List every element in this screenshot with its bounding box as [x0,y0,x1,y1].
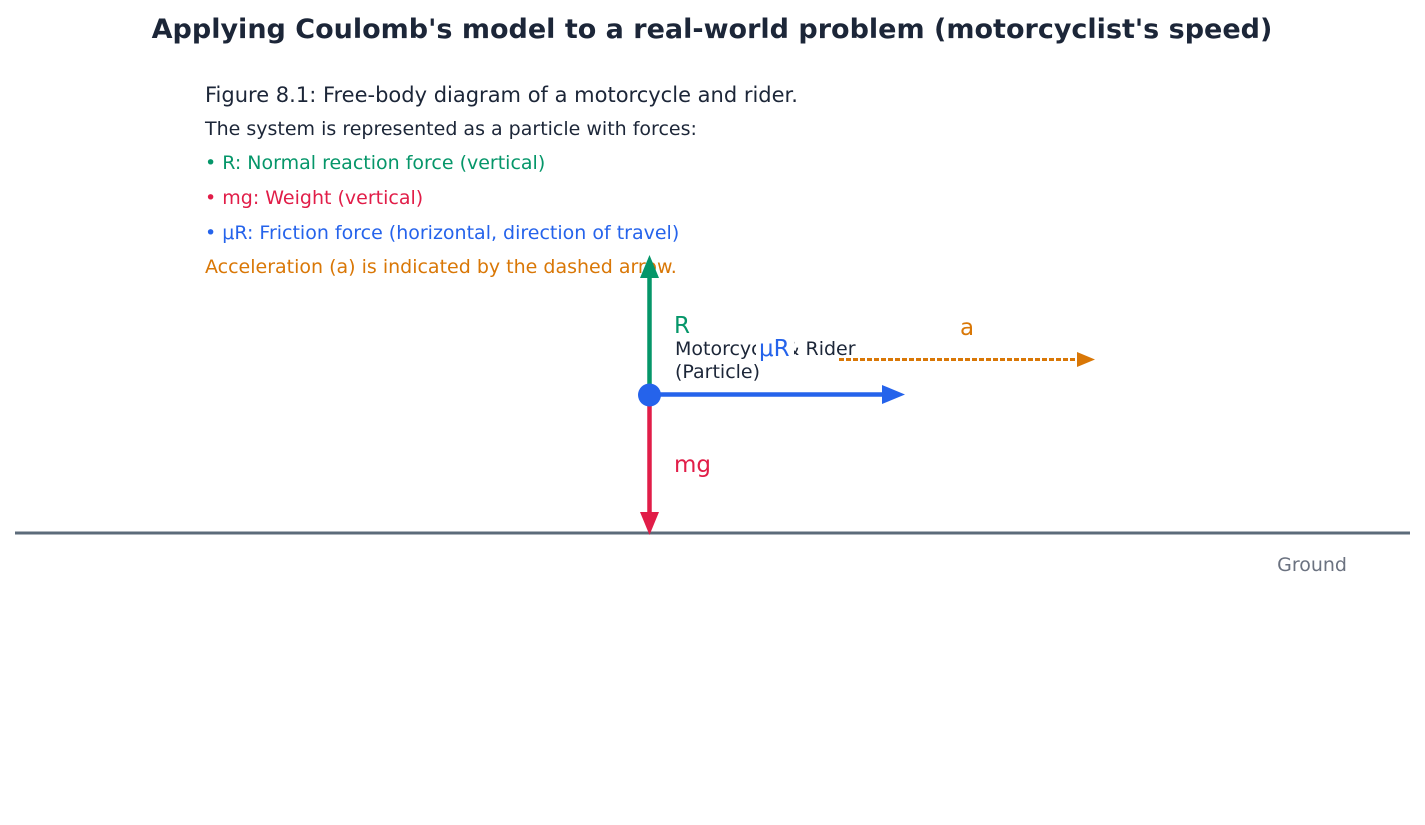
chart-title: Applying Coulomb's model to a real-world… [152,14,1273,45]
weight-arrow [640,395,659,535]
system-description: The system is represented as a particle … [204,118,697,140]
legend-weight: • mg: Weight (vertical) [205,187,423,209]
friction-force-label: μR [759,336,790,362]
legend-acceleration: Acceleration (a) is indicated by the das… [205,256,677,278]
legend-normal-force: • R: Normal reaction force (vertical) [205,152,545,174]
particle-dot [638,383,661,407]
friction-force-arrow [649,385,905,404]
normal-force-arrow [640,255,659,395]
figure-caption: Figure 8.1: Free-body diagram of a motor… [205,83,798,107]
friction-label-background [756,335,794,361]
ground-label: Ground [1277,554,1347,576]
particle-label-line2: (Particle) [675,361,760,383]
normal-force-label: R [674,313,690,339]
legend-friction-force: • μR: Friction force (horizontal, direct… [205,222,679,244]
acceleration-arrow [839,352,1095,367]
acceleration-label: a [960,315,974,341]
weight-label: mg [674,452,711,478]
